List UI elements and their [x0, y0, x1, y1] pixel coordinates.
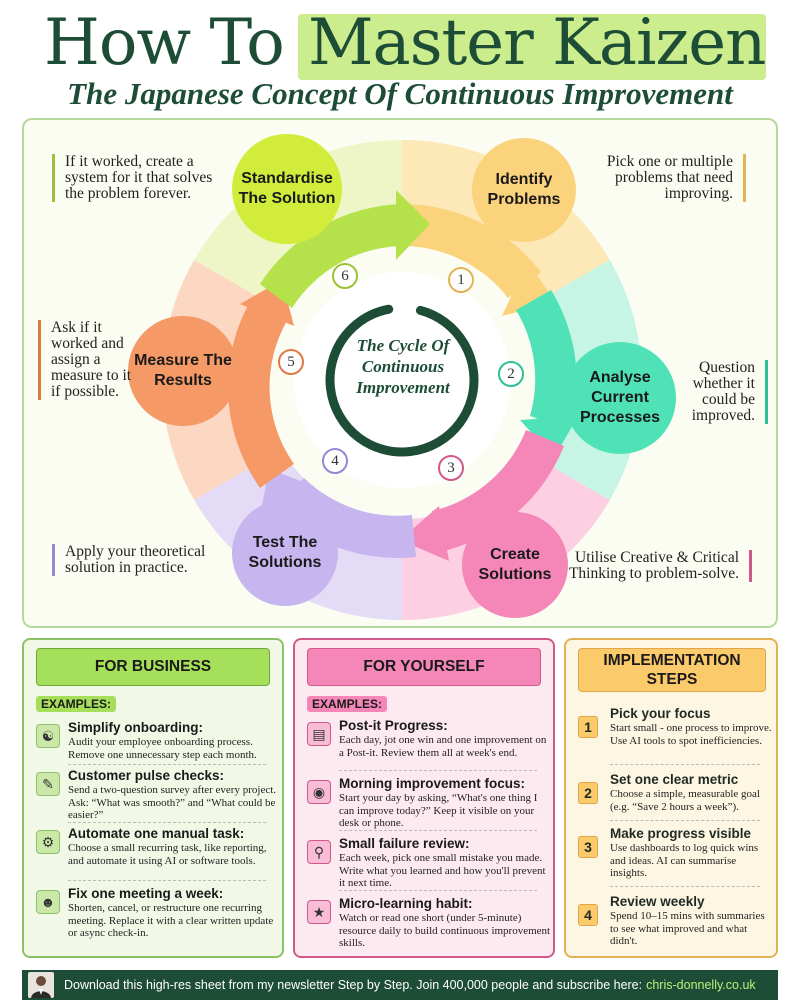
note-create-solutions: Utilise Creative & Critical Thinking to …: [564, 550, 752, 582]
implementation-step-title: Pick your focus: [610, 706, 711, 721]
step-test-solutions: Test The Solutions: [232, 500, 338, 606]
cycle-center-text: The Cycle Of Continuous Improvement: [356, 336, 450, 397]
yourself-examples-label: EXAMPLES:: [307, 696, 388, 712]
implementation-step-number: 3: [578, 836, 598, 858]
step-number-3: 3: [438, 455, 464, 481]
title-plain: How To: [44, 6, 285, 80]
step-number-5: 5: [278, 349, 304, 375]
step-create-solutions: Create Solutions: [462, 512, 568, 618]
divider: [68, 822, 266, 823]
implementation-step-text: Start small - one process to improve. Us…: [610, 722, 772, 747]
business-item-text: Audit your employee onboarding process. …: [68, 736, 257, 761]
footer-text: Download this high-res sheet from my new…: [64, 978, 643, 992]
note-test-solutions: Apply your theoretical solution in pract…: [52, 544, 222, 576]
step-number-4: 4: [322, 448, 348, 474]
arrow-2: [516, 290, 577, 430]
note-analyse-processes: Question whether it could be improved.: [674, 360, 768, 424]
step-number-6: 6: [332, 263, 358, 289]
focus-person-icon: ◉: [307, 780, 331, 804]
handshake-icon: ☯: [36, 724, 60, 748]
implementation-step-title: Make progress visible: [610, 826, 752, 841]
learning-icon: ★: [307, 900, 331, 924]
yourself-item-text: Each week, pick one small mistake you ma…: [339, 852, 546, 889]
yourself-item-title: Post-it Progress:: [339, 718, 448, 733]
implementation-step-number: 2: [578, 782, 598, 804]
business-item-title: Simplify onboarding:: [68, 720, 203, 735]
implementation-step-number: 4: [578, 904, 598, 926]
implementation-heading: IMPLEMENTATION STEPS: [578, 648, 766, 692]
step-number-1: 1: [448, 267, 474, 293]
divider: [339, 830, 537, 831]
title-highlight-box: Master Kaizen: [298, 6, 766, 80]
arrow-4: [274, 478, 416, 558]
implementation-step-title: Set one clear metric: [610, 772, 739, 787]
meeting-icon: ☻: [36, 890, 60, 914]
divider: [610, 820, 760, 821]
business-item-title: Automate one manual task:: [68, 826, 245, 841]
document-search-icon: ⚲: [307, 840, 331, 864]
business-item-text: Choose a small recurring task, like repo…: [68, 842, 267, 867]
implementation-step-text: Use dashboards to log quick wins and ide…: [610, 842, 759, 879]
implementation-step-text: Spend 10–15 mins with summaries to see w…: [610, 910, 765, 947]
yourself-item-text: Each day, jot one win and one improvemen…: [339, 734, 547, 759]
step-identify-problems: Identify Problems: [472, 138, 576, 242]
cycle-panel: The Cycle Of Continuous Improvement 1 2 …: [22, 118, 778, 628]
cycle-arrows: [227, 190, 578, 561]
business-item-text: Shorten, cancel, or restructure one recu…: [68, 902, 274, 939]
divider: [610, 886, 760, 887]
divider: [68, 764, 266, 765]
yourself-item-title: Morning improvement focus:: [339, 776, 526, 791]
implementation-step-text: Choose a simple, measurable goal (e.g. “…: [610, 788, 760, 813]
arrow-3: [432, 430, 564, 552]
implementation-step-number: 1: [578, 716, 598, 738]
divider: [68, 880, 266, 881]
for-business-panel: FOR BUSINESS EXAMPLES: ☯ Simplify onboar…: [22, 638, 284, 958]
arrow-6: [260, 204, 402, 308]
business-examples-label: EXAMPLES:: [36, 696, 117, 712]
implementation-panel: IMPLEMENTATION STEPS 1 Pick your focus S…: [564, 638, 778, 958]
automation-gear-icon: ⚙: [36, 830, 60, 854]
footer-link[interactable]: chris-donnelly.co.uk: [646, 978, 756, 992]
avatar: [28, 972, 54, 998]
yourself-item-title: Micro-learning habit:: [339, 896, 473, 911]
step-measure-results: Measure The Results: [128, 316, 238, 426]
business-item-title: Fix one meeting a week:: [68, 886, 224, 901]
divider: [339, 770, 537, 771]
feedback-icon: ✎: [36, 772, 60, 796]
arrow-1: [402, 204, 541, 298]
enso-ring: [325, 303, 479, 457]
subtitle: The Japanese Concept Of Continuous Impro…: [67, 76, 733, 111]
note-standardise-solution: If it worked, create a system for it tha…: [52, 154, 222, 202]
for-business-heading: FOR BUSINESS: [36, 648, 270, 686]
arrow-5: [227, 298, 294, 488]
footer-banner: Download this high-res sheet from my new…: [22, 970, 778, 1000]
for-yourself-panel: FOR YOURSELF EXAMPLES: ▤ Post-it Progres…: [293, 638, 555, 958]
note-identify-problems: Pick one or multiple problems that need …: [586, 154, 746, 202]
sticky-note-icon: ▤: [307, 722, 331, 746]
step-analyse-processes: Analyse Current Processes: [564, 342, 676, 454]
yourself-item-text: Start your day by asking, “What's one th…: [339, 792, 538, 829]
title: How To Master Kaizen: [0, 4, 800, 80]
business-item-text: Send a two-question survey after every p…: [68, 784, 277, 821]
step-number-2: 2: [498, 361, 524, 387]
step-standardise-solution: Standardise The Solution: [232, 134, 342, 244]
yourself-item-text: Watch or read one short (under 5-minute)…: [339, 912, 551, 949]
title-highlight: Master Kaizen: [308, 6, 766, 80]
note-measure-results: Ask if it worked and assign a measure to…: [38, 320, 134, 400]
for-yourself-heading: FOR YOURSELF: [307, 648, 541, 686]
divider: [339, 890, 537, 891]
implementation-step-title: Review weekly: [610, 894, 705, 909]
business-item-title: Customer pulse checks:: [68, 768, 225, 783]
yourself-item-title: Small failure review:: [339, 836, 470, 851]
divider: [610, 764, 760, 765]
